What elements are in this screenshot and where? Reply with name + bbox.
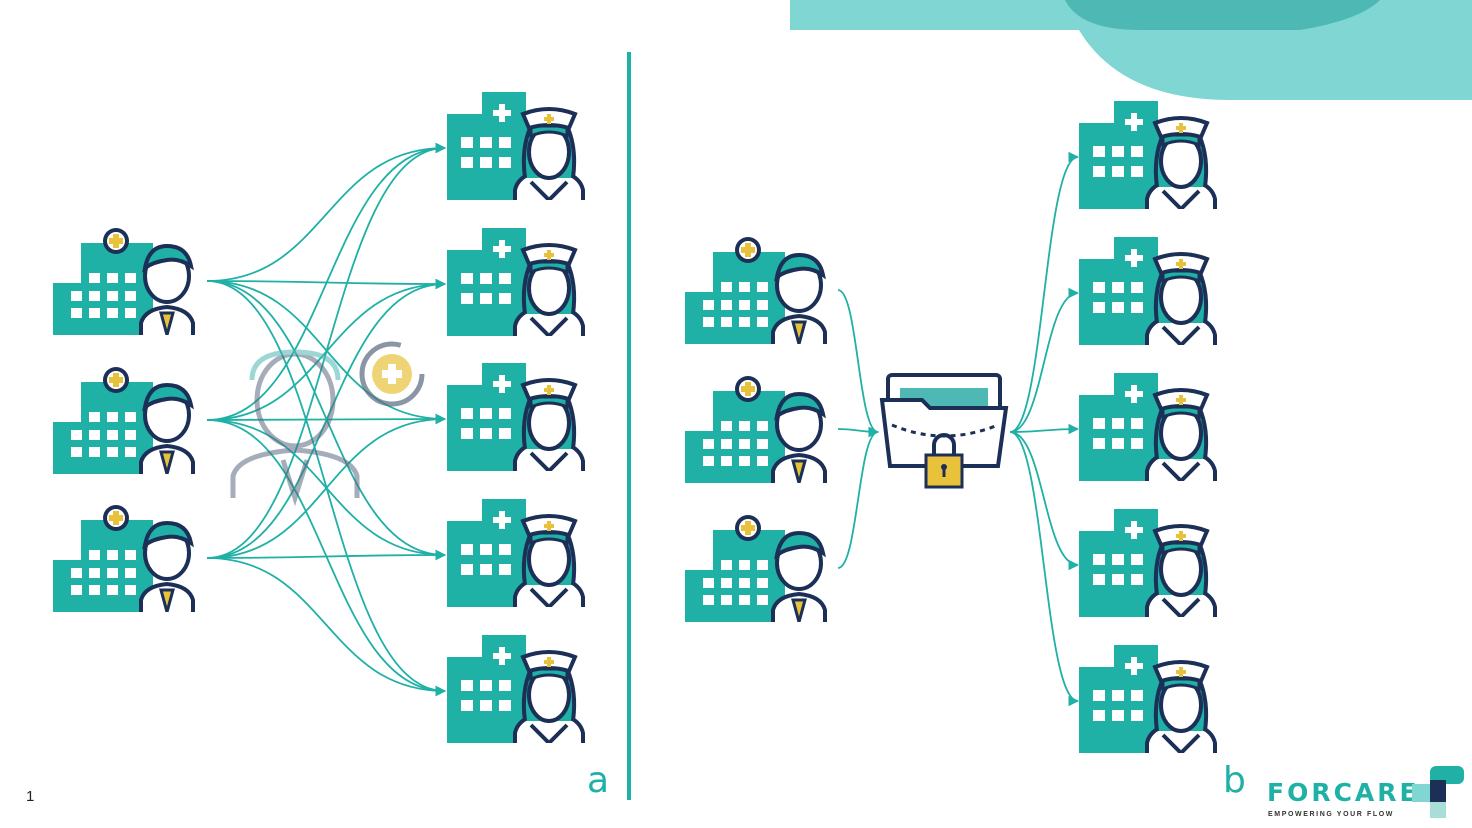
hospital-doctor-icon [685,237,827,344]
hospital-nurse-icon [1079,101,1217,209]
hospital-nurse-icon [1079,237,1217,345]
hospital-nurse-icon [447,92,585,200]
connection-line [206,419,447,697]
connection-line [837,426,880,569]
connection-line [1009,423,1080,435]
connection-line [206,557,447,697]
hospital-nurse-icon [1079,373,1217,481]
connection-line [206,142,447,559]
hospital-nurse-icon [1079,645,1217,753]
connection-line [206,549,447,561]
connection-line [837,289,880,438]
page-number: 1 [26,788,35,805]
medical-chat-icon [359,341,425,407]
hospital-nurse-icon [1079,509,1217,617]
connection-line [206,413,447,559]
logo-mark-icon [1412,766,1464,818]
hospital-nurse-icon [447,635,585,743]
connection-line [206,142,447,282]
hospital-doctor-icon [53,228,195,335]
connections-b [837,151,1080,707]
connection-line [206,280,447,561]
hospital-nurse-icon [447,363,585,471]
connection-line [1009,151,1080,433]
hospital-doctor-icon [53,367,195,474]
hospital-nurse-icon [447,499,585,607]
panel-label-a: a [587,760,610,801]
connection-line [206,280,447,697]
hospital-nurse-icon [447,228,585,336]
logo-name: FORCARE [1267,778,1420,807]
header-decoration [790,0,1472,100]
hospital-doctor-icon [685,515,827,622]
intermediary-person-icon [230,349,360,507]
connection-line [1009,287,1080,433]
connection-line [837,426,880,438]
logo-tagline: EMPOWERING YOUR FLOW [1268,811,1394,818]
panel-label-b: b [1223,760,1246,801]
connection-line [1009,431,1080,707]
hospital-doctor-icon [53,505,195,612]
connections-a [206,142,447,697]
connection-line [1009,431,1080,571]
connection-line [206,142,447,421]
hospital-doctor-icon [685,376,827,483]
connection-line [206,278,447,559]
secure-folder-icon [879,373,1009,489]
